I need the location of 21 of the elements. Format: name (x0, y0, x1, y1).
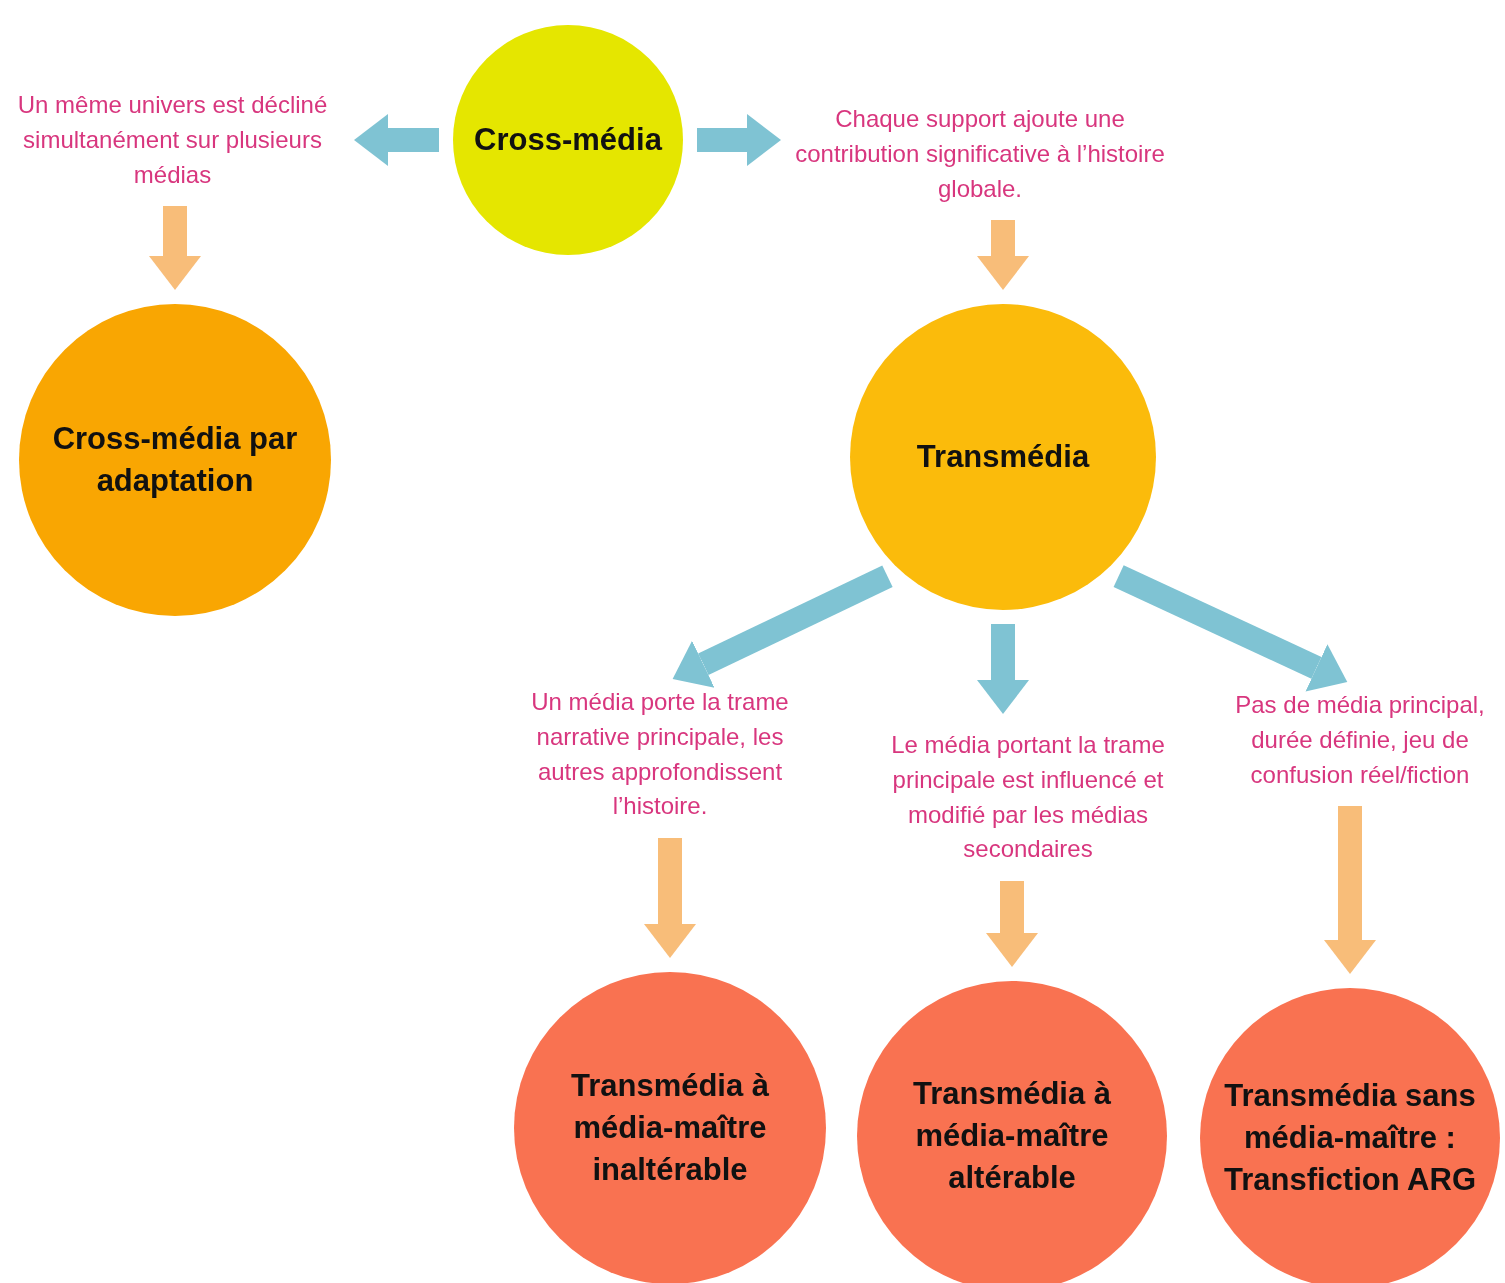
description-text: Le média portant la trame principale est influencé et modifié par les médias secondaires (890, 730, 1166, 865)
block-arrow (354, 114, 439, 166)
block-arrow (977, 624, 1029, 714)
node-label: Cross-média (473, 121, 664, 160)
block-arrow (1113, 565, 1348, 692)
description-text: Chaque support ajoute une contribution significative à l’histoire globale. (795, 104, 1165, 204)
block-arrow (149, 206, 201, 290)
node-label: Transmédia à média-maître inaltérable (569, 1067, 771, 1189)
block-arrow (986, 881, 1038, 967)
description-text: Pas de média principal, durée définie, jeu de confusion réel/fiction (1234, 690, 1486, 790)
node-label: Transmédia sans média-maître : Transfiction ARG (1222, 1077, 1477, 1199)
block-arrow (697, 114, 781, 166)
description-text: Un média porte la trame narrative principale, les autres approfondissent l’histoire. (530, 687, 790, 822)
node-label: Cross-média par adaptation (51, 420, 299, 500)
block-arrow (672, 565, 893, 688)
block-arrow (977, 220, 1029, 290)
description-text: Un même univers est décliné simultanément sur plusieurs médias (16, 90, 329, 190)
node-label: Transmédia à média-maître altérable (911, 1075, 1113, 1197)
node-label: Transmédia (915, 438, 1091, 477)
block-arrow (644, 838, 696, 958)
block-arrow (1324, 806, 1376, 974)
